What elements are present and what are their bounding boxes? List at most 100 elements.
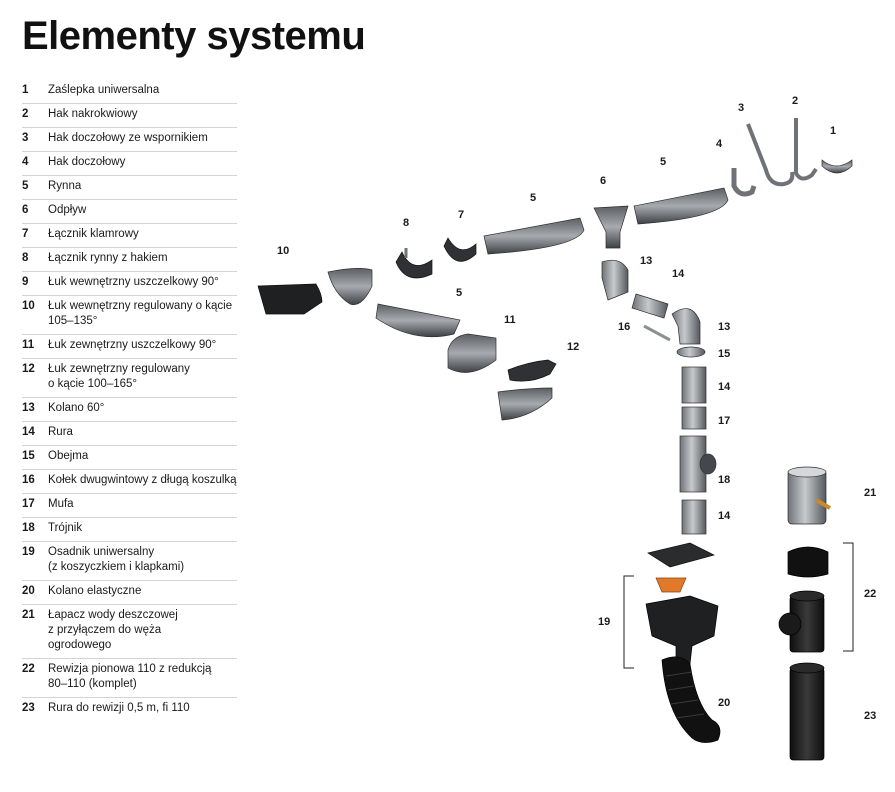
callout-label: 14 <box>672 268 685 280</box>
legend-item: 7 Łącznik klamrowy <box>22 224 237 248</box>
legend-number: 21 <box>22 609 35 621</box>
legend-item: 16 Kołek dwugwintowy z długą koszulką <box>22 470 237 494</box>
internal-angle-part <box>327 268 373 305</box>
legend-item: 23 Rura do rewizji 0,5 m, fi 110 <box>22 698 237 721</box>
callout-label: 1 <box>830 125 836 137</box>
settler-lid-part <box>647 542 715 568</box>
callout-label: 5 <box>456 287 462 299</box>
flexible-elbow-part <box>661 656 721 743</box>
legend-label: Łącznik rynny z hakiem <box>48 252 168 264</box>
legend-label: Łuk zewnętrzny regulowany o kącie 100–16… <box>48 363 190 390</box>
legend-label: Kołek dwugwintowy z długą koszulką <box>48 474 237 486</box>
legend-label: Łuk zewnętrzny uszczelkowy 90° <box>48 339 217 351</box>
legend-number: 5 <box>22 180 29 192</box>
callout-label: 22 <box>864 588 876 600</box>
legend-label: Zaślepka uniwersalna <box>48 84 160 96</box>
legend-label: Rura do rewizji 0,5 m, fi 110 <box>48 702 190 714</box>
socket-part <box>681 406 707 430</box>
legend-item: 10 Łuk wewnętrzny regulowany o kącie 105–… <box>22 296 237 335</box>
legend-label: Łuk wewnętrzny regulowany o kącie 105–13… <box>48 300 233 327</box>
legend-item: 21 Łapacz wody deszczowej z przyłączem do… <box>22 605 237 659</box>
callout-label: 8 <box>403 217 409 229</box>
settler-body-part <box>645 595 719 665</box>
legend-number: 9 <box>22 276 29 288</box>
callout-label: 15 <box>718 348 730 360</box>
legend-number: 19 <box>22 546 35 558</box>
legend-number: 17 <box>22 498 35 510</box>
callout-label: 2 <box>792 95 798 107</box>
callout-label: 13 <box>718 321 730 333</box>
callout-label: 4 <box>716 138 723 150</box>
settler-basket-part <box>655 577 687 593</box>
legend-number: 10 <box>22 300 35 312</box>
legend-item: 11 Łuk zewnętrzny uszczelkowy 90° <box>22 335 237 359</box>
legend-number: 16 <box>22 474 35 486</box>
callout-label: 19 <box>598 616 610 628</box>
callout-label: 3 <box>738 102 744 114</box>
outlet-part <box>593 205 629 249</box>
callout-label: 23 <box>864 710 876 722</box>
pipe-part <box>681 366 707 404</box>
connector-hook-part <box>395 251 433 279</box>
callout-label: 5 <box>660 156 666 168</box>
legend-label: Odpływ <box>48 204 87 216</box>
callout-label: 12 <box>567 341 579 353</box>
callout-label: 7 <box>458 209 464 221</box>
adjustable-external-angle-part <box>507 359 557 382</box>
legend-number: 13 <box>22 402 35 414</box>
legend-item: 19 Osadnik uniwersalny (z koszyczkiem i k… <box>22 542 237 581</box>
gutter-part <box>375 303 461 338</box>
settler-bracket <box>623 575 634 669</box>
legend-label: Obejma <box>48 450 89 462</box>
page-title: Elementy systemu <box>22 14 366 58</box>
callout-label: 21 <box>864 487 876 499</box>
pipe-part <box>681 499 707 535</box>
legend-number: 18 <box>22 522 35 534</box>
gutter-part <box>633 187 729 225</box>
clamp-part <box>676 346 706 358</box>
inspection-port-part <box>778 612 802 636</box>
legend-label: Łapacz wody deszczowej z przyłączem do w… <box>48 609 178 651</box>
legend-item: 5 Rynna <box>22 176 237 200</box>
legend-number: 1 <box>22 84 29 96</box>
callout-label: 5 <box>530 192 536 204</box>
fascia-hook-part <box>731 168 757 197</box>
legend-number: 23 <box>22 702 35 714</box>
gutter-part <box>483 217 585 255</box>
legend-label: Kolano 60° <box>48 402 105 414</box>
adjustable-internal-angle-part <box>257 283 323 315</box>
legend-label: Rynna <box>48 180 82 192</box>
clip-connector-part <box>443 237 477 262</box>
tee-branch-part <box>699 453 717 475</box>
legend-number: 11 <box>22 339 35 351</box>
legend-number: 2 <box>22 108 29 120</box>
callout-label: 18 <box>718 474 730 486</box>
legend-number: 7 <box>22 228 29 240</box>
legend-number: 8 <box>22 252 29 264</box>
legend-label: Łącznik klamrowy <box>48 228 139 240</box>
legend-label: Mufa <box>48 498 74 510</box>
legend-label: Hak doczołowy ze wspornikiem <box>48 132 208 144</box>
callout-label: 16 <box>618 321 630 333</box>
legend-number: 4 <box>22 156 29 168</box>
elbow-part <box>671 308 701 345</box>
external-angle-part <box>447 333 497 373</box>
callout-label: 6 <box>600 175 606 187</box>
callout-label: 14 <box>718 510 731 522</box>
legend-item: 8 Łącznik rynny z hakiem <box>22 248 237 272</box>
diverter-part <box>787 469 827 525</box>
dowel-part <box>643 324 671 342</box>
legend-label: Osadnik uniwersalny (z koszyczkiem i kla… <box>48 546 185 573</box>
legend-item: 1 Zaślepka uniwersalna <box>22 80 237 104</box>
